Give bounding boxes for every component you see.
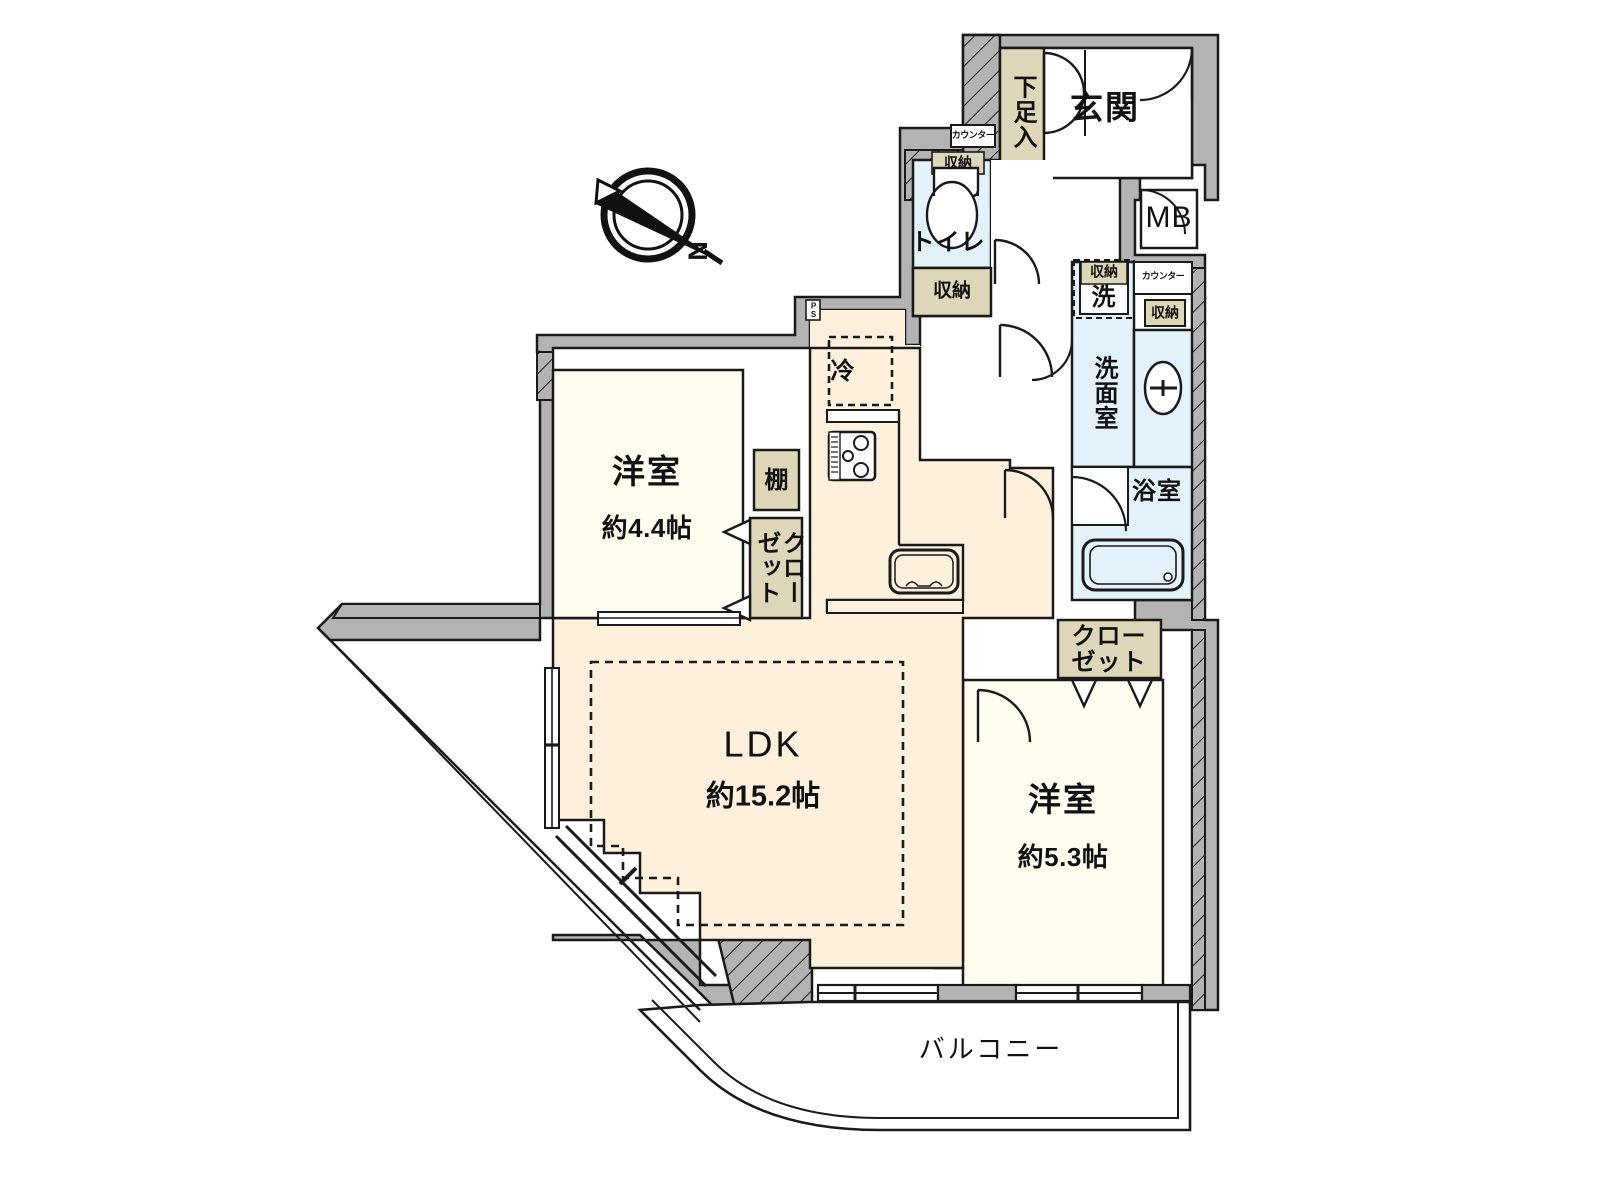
windows	[544, 611, 1192, 1003]
compass-rose-icon	[594, 167, 724, 266]
ldk-zone-outline	[589, 660, 905, 927]
kitchen-fixtures	[825, 335, 965, 614]
balcony-outline	[317, 627, 1192, 1132]
ps-tag-box	[805, 299, 821, 321]
room-fills	[551, 46, 1199, 1004]
toilet-fixture	[925, 166, 980, 250]
doors-and-openings	[721, 47, 1194, 743]
